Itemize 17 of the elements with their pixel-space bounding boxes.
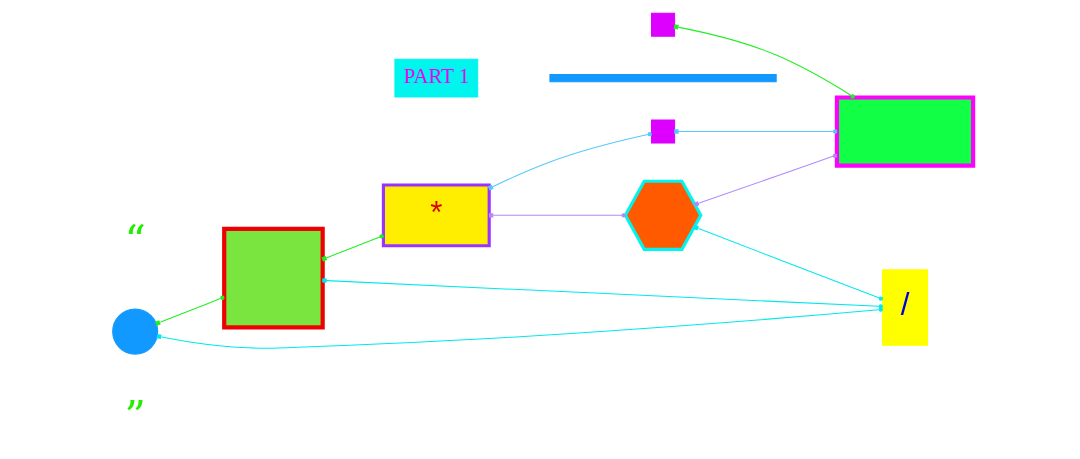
connector	[693, 153, 838, 207]
label: “	[124, 214, 146, 264]
node-box	[651, 12, 676, 37]
connector	[321, 233, 384, 262]
node-bar	[549, 73, 777, 82]
node-box: /	[881, 268, 929, 346]
connector	[673, 23, 855, 99]
connector	[487, 131, 652, 191]
connector	[693, 224, 883, 301]
connector	[322, 277, 883, 309]
node-box	[651, 119, 676, 144]
connector	[156, 306, 883, 349]
connector	[674, 128, 838, 134]
connector	[488, 212, 626, 218]
connector	[155, 295, 225, 326]
node-box: PART 1	[394, 58, 479, 97]
label: ”	[124, 390, 146, 440]
